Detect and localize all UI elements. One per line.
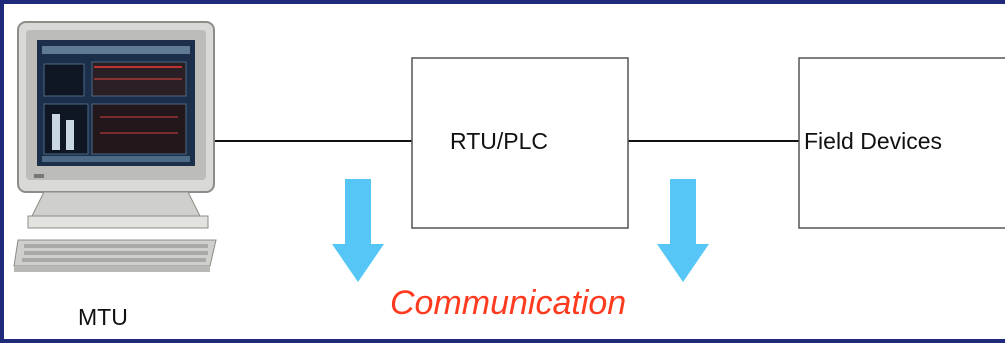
communication-label: Communication	[390, 284, 627, 322]
diagram-canvas	[13, 21, 1005, 282]
desktop-computer-icon	[13, 21, 217, 272]
field-devices-label: Field Devices	[804, 128, 943, 154]
field-devices-box	[798, 57, 1005, 229]
mtu-label: MTU	[78, 304, 128, 330]
rtu-plc-box	[411, 57, 629, 229]
rtu-plc-label: RTU/PLC	[450, 128, 548, 154]
down-arrow-icon	[657, 179, 709, 282]
down-arrow-icon	[332, 179, 384, 282]
